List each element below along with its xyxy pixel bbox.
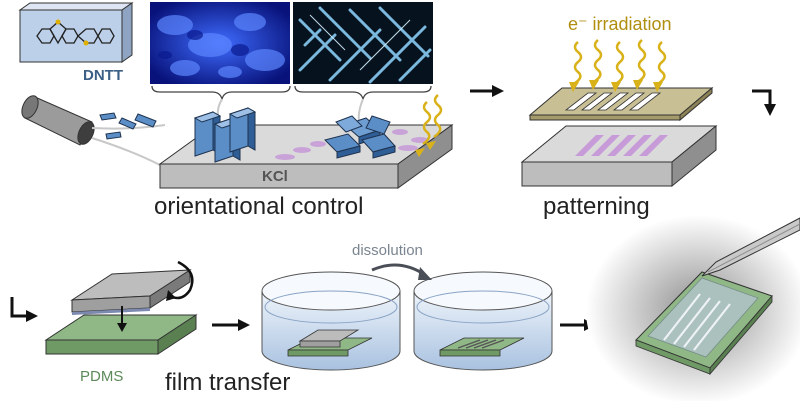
water-bath-1 <box>261 271 401 371</box>
flipped-substrate <box>70 269 192 315</box>
dissolution-arrowhead <box>418 267 432 280</box>
film-transfer-label: film transfer <box>165 369 291 396</box>
arrow-to-bath <box>212 319 250 331</box>
flip-arrow <box>169 260 194 300</box>
dntt-label: DNTT <box>83 67 123 84</box>
irradiation-label: e⁻ irradiation <box>568 14 672 34</box>
pdms-label: PDMS <box>80 368 124 385</box>
orientational-control-label: orientational control <box>154 193 364 220</box>
sulfur-atom <box>55 19 61 25</box>
tweezers <box>701 217 800 277</box>
arrow-down-right <box>752 89 776 116</box>
water-bath-2 <box>413 271 553 371</box>
irradiated-spots <box>275 129 429 160</box>
sulfur-atom <box>83 40 89 46</box>
brace-right <box>294 85 432 102</box>
molecule-flakes <box>99 112 157 140</box>
arrow-to-patterning <box>470 85 504 97</box>
crystals-vertical <box>193 107 257 163</box>
kcl-label: KCl <box>262 168 288 185</box>
electron-arrowheads-1 <box>415 141 436 157</box>
micrograph-disordered <box>150 2 290 84</box>
transferred-film-device <box>635 271 773 376</box>
flip-arrowhead <box>166 290 176 301</box>
micrograph-oriented <box>293 2 433 84</box>
arrow-start-row2 <box>10 297 38 322</box>
evaporation-source <box>21 95 166 166</box>
dissolution-label: dissolution <box>352 242 423 259</box>
patterning-label: patterning <box>543 193 650 220</box>
patterned-substrate <box>520 124 718 188</box>
electron-arrowheads-mask <box>569 80 663 92</box>
electron-beams-mask <box>573 39 667 85</box>
crystals-lying <box>324 115 396 159</box>
dntt-molecule-inset <box>18 2 134 63</box>
brace-left <box>151 85 291 102</box>
electron-beam-1 <box>422 94 443 146</box>
shadow-mask <box>528 86 714 122</box>
dissolution-arrow <box>371 263 426 277</box>
press-arrow <box>117 306 127 332</box>
